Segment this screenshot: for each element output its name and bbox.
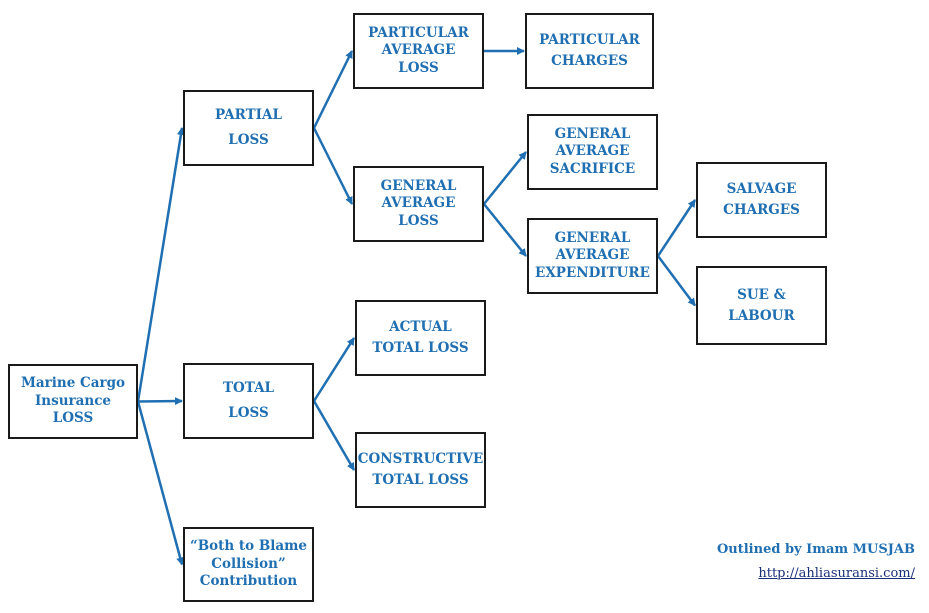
edge-general_average_loss-to-general_average_expenditure: [483, 203, 527, 257]
node-line: PARTICULAR: [539, 32, 640, 49]
node-sue-and-labour: SUE & LABOUR: [696, 266, 827, 345]
edge-general_average_expenditure-to-sue_labour: [656, 255, 697, 307]
edge-general_average_expenditure-to-salvage_charges: [656, 199, 697, 257]
node-line: CHARGES: [723, 202, 800, 218]
node-general-average-loss: GENERAL AVERAGE LOSS: [353, 166, 484, 242]
node-line: AVERAGE: [555, 247, 630, 264]
node-line: Contribution: [199, 573, 298, 590]
node-line: SALVAGE: [726, 181, 797, 198]
node-particular-average-loss: PARTICULAR AVERAGE LOSS: [353, 13, 484, 89]
node-line: EXPENDITURE: [535, 264, 650, 281]
node-line: PARTIAL: [215, 107, 282, 124]
node-marine-cargo-insurance-loss: Marine Cargo Insurance LOSS: [8, 364, 138, 439]
node-line: “Both to Blame: [189, 538, 308, 555]
node-salvage-charges: SALVAGE CHARGES: [696, 162, 827, 238]
node-line: LOSS: [398, 59, 439, 76]
node-line: TOTAL LOSS: [372, 472, 469, 488]
node-line: AVERAGE: [555, 143, 630, 160]
node-particular-charges: PARTICULAR CHARGES: [525, 13, 654, 89]
node-line: SACRIFICE: [549, 160, 636, 177]
node-line: Insurance: [34, 392, 112, 409]
node-line: LOSS: [228, 405, 269, 421]
credit-link[interactable]: http://ahliasuransi.com/: [758, 566, 915, 581]
credit-author: Outlined by Imam MUSJAB: [716, 542, 915, 557]
node-line: AVERAGE: [381, 42, 456, 59]
node-line: TOTAL LOSS: [372, 340, 469, 356]
node-line: TOTAL: [222, 380, 275, 397]
node-line: GENERAL: [554, 125, 631, 142]
node-line: CHARGES: [551, 53, 628, 69]
node-partial-loss: PARTIAL LOSS: [183, 90, 314, 166]
node-line: LOSS: [398, 212, 439, 229]
edge-general_average_loss-to-general_average_sacrifice: [483, 151, 527, 205]
edge-partial_loss-to-particular_average_loss: [312, 50, 354, 129]
node-line: GENERAL: [380, 177, 457, 194]
edge-root-to-both_to_blame: [136, 401, 185, 566]
node-line: Collision”: [211, 555, 286, 572]
edge-root-to-partial_loss: [136, 127, 185, 402]
edge-root-to-total_loss: [137, 397, 183, 406]
node-line: Marine Cargo: [20, 375, 126, 392]
node-actual-total-loss: ACTUAL TOTAL LOSS: [355, 300, 486, 376]
edge-total_loss-to-actual_total_loss: [312, 337, 356, 402]
node-general-average-expenditure: GENERAL AVERAGE EXPENDITURE: [527, 218, 658, 294]
node-both-to-blame-collision: “Both to Blame Collision” Contribution: [183, 527, 314, 602]
edge-partial_loss-to-general_average_loss: [312, 127, 354, 205]
node-constructive-total-loss: CONSTRUCTIVE TOTAL LOSS: [355, 432, 486, 508]
node-line: GENERAL: [554, 229, 631, 246]
node-line: SUE &: [737, 286, 786, 303]
node-total-loss: TOTAL LOSS: [183, 363, 314, 439]
node-line: LOSS: [228, 132, 269, 148]
node-line: AVERAGE: [381, 195, 456, 212]
node-line: PARTICULAR: [368, 24, 469, 41]
node-line: CONSTRUCTIVE: [357, 451, 484, 468]
node-line: ACTUAL: [389, 319, 452, 336]
node-line: LABOUR: [728, 307, 795, 324]
edge-total_loss-to-constructive_total_loss: [312, 400, 356, 471]
node-general-average-sacrifice: GENERAL AVERAGE SACRIFICE: [527, 114, 658, 190]
node-line: LOSS: [52, 410, 94, 427]
